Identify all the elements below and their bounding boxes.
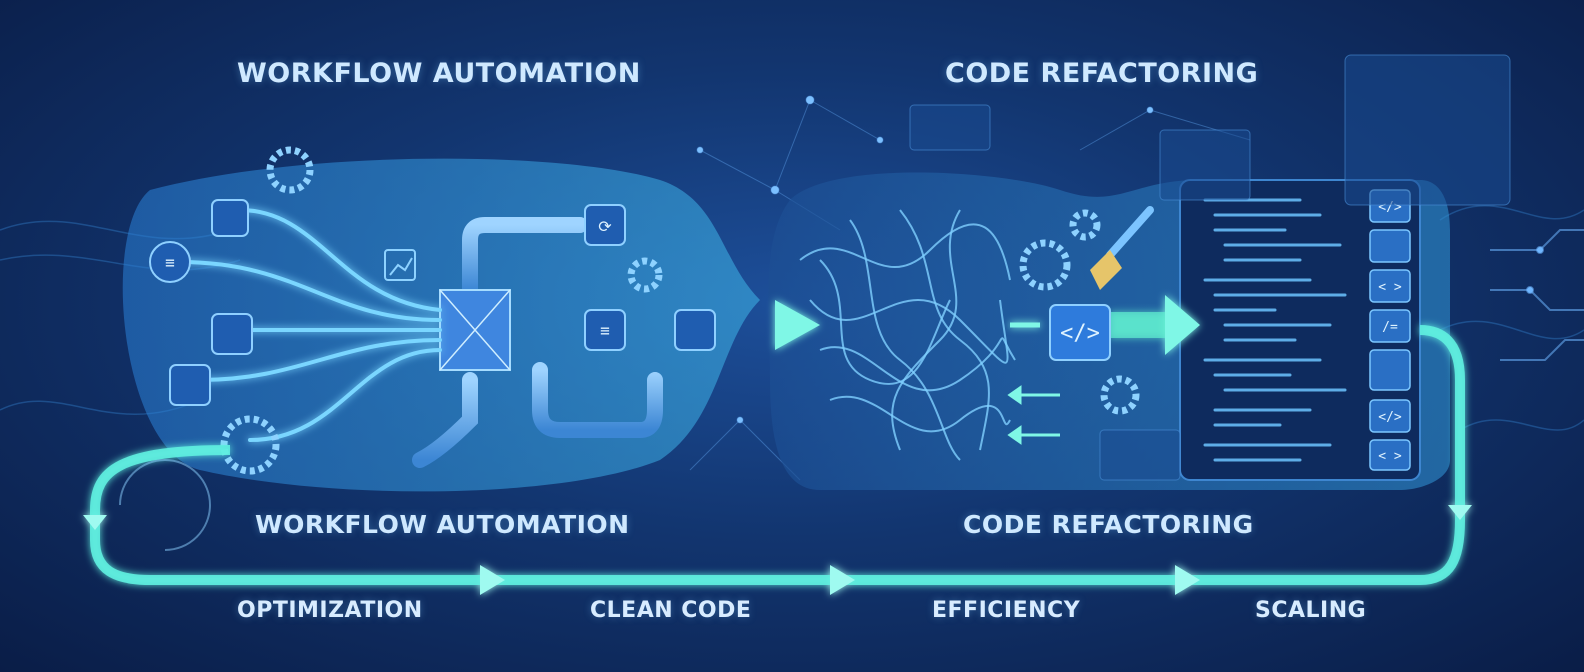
circuit-traces: [1490, 229, 1584, 361]
code-brackets-icon: < >: [1378, 449, 1402, 464]
input-flows: [178, 208, 442, 442]
stage-optimization: OPTIMIZATION: [237, 598, 423, 623]
return-arrows: [1007, 385, 1060, 445]
document-icon: ≡: [165, 253, 175, 272]
paintbrush-icon: [1090, 206, 1154, 290]
stage-scaling: SCALING: [1255, 598, 1367, 623]
server-icon: ≡: [600, 321, 610, 340]
background-windows: [909, 54, 1511, 481]
subtitle-code-refactoring: CODE REFACTORING: [963, 510, 1254, 539]
left-icon-boxes: [149, 199, 1111, 406]
chart-icon: [119, 249, 416, 551]
tangled-code-network: [799, 209, 1016, 461]
hub-icon: [439, 289, 511, 371]
code-brackets-icon: </>: [1378, 410, 1402, 425]
code-brackets-icon: </>: [1060, 321, 1100, 346]
code-brackets-icon: /=: [1382, 320, 1398, 335]
title-workflow-automation: WORKFLOW AUTOMATION: [237, 58, 641, 89]
refresh-icon: ⟳: [598, 217, 612, 236]
stage-clean-code: CLEAN CODE: [590, 598, 752, 623]
stage-flow-loop: [83, 325, 1472, 595]
stage-efficiency: EFFICIENCY: [932, 598, 1081, 623]
code-editor-panel: </> < > /= </> < >: [1179, 179, 1421, 481]
code-brackets-icon: < >: [1378, 280, 1402, 295]
gear-icon: [220, 146, 1140, 475]
title-code-refactoring: CODE REFACTORING: [945, 58, 1259, 89]
subtitle-workflow-automation: WORKFLOW AUTOMATION: [255, 510, 630, 539]
output-flows: [510, 295, 1200, 355]
pipeline: [412, 217, 663, 468]
